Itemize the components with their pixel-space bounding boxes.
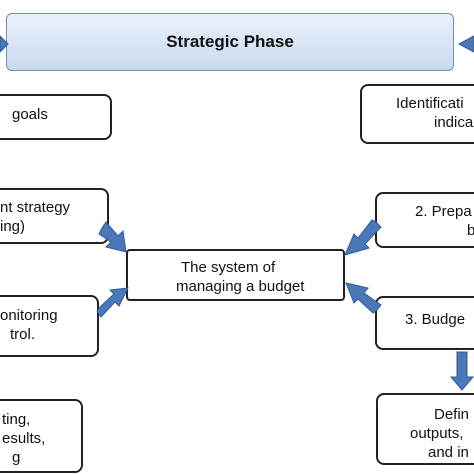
- right-box-definition-line-1: Defin: [434, 406, 470, 423]
- right-box-budget-line-1: 3. Budge: [405, 311, 466, 328]
- left-box-reporting-line-1: ting,: [2, 411, 31, 428]
- left-box-goals: goals: [0, 94, 112, 140]
- arrow-monitoring-to-center: [96, 287, 129, 318]
- right-box-definition-line-3: and in: [428, 444, 469, 461]
- center-box: The system of managing a budget: [126, 249, 345, 301]
- right-box-identification-line-1: Identificati: [396, 95, 464, 112]
- left-box-reporting: ting, esults, g: [0, 399, 83, 473]
- left-box-strategy: nt strategy ing): [0, 188, 109, 244]
- center-box-line-2: managing a budget: [176, 278, 305, 295]
- header-right-arrowhead: [457, 35, 474, 53]
- right-box-definition-line-2: outputs,: [410, 425, 464, 442]
- right-box-budget: 3. Budge: [375, 296, 474, 350]
- left-box-monitoring-line-1: onitoring: [0, 307, 58, 324]
- right-box-identification: Identificati indica: [360, 84, 474, 144]
- left-box-strategy-line-2: ing): [0, 218, 26, 235]
- right-box-identification-line-2: indica: [434, 114, 474, 131]
- left-box-reporting-line-3: g: [12, 449, 21, 466]
- header-title: Strategic Phase: [166, 32, 294, 51]
- arrow-down-right: [449, 351, 474, 391]
- center-box-line-1: The system of: [181, 259, 276, 276]
- strategic-phase-header: Strategic Phase: [6, 13, 454, 71]
- right-box-definition: Defin outputs, and in: [376, 393, 474, 465]
- left-box-monitoring: onitoring trol.: [0, 295, 99, 357]
- right-box-preparation-line-2: b: [467, 221, 474, 241]
- left-box-strategy-line-1: nt strategy: [0, 199, 71, 216]
- left-box-reporting-line-2: esults,: [2, 430, 46, 447]
- left-box-monitoring-line-2: trol.: [10, 326, 36, 343]
- left-box-goals-line-1: goals: [12, 106, 48, 123]
- right-box-preparation-line-1: 2. Prepa: [415, 203, 472, 220]
- right-box-preparation: 2. Prepa b: [375, 192, 474, 248]
